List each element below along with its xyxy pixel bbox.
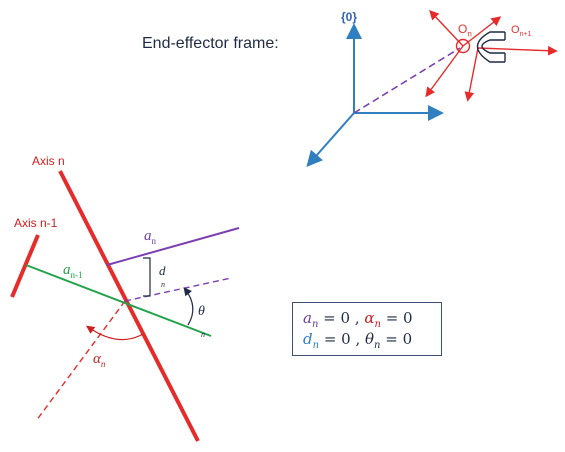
d-label: d: [159, 263, 166, 278]
axis-n-label: Axis n: [32, 154, 65, 168]
equation-line-2: dn = 0 , θn = 0: [303, 330, 413, 351]
a-n-minus-1-label: an-1: [63, 262, 83, 280]
theta-arc-arrow: [183, 287, 194, 326]
equation-line-1: an = 0 , αn = 0: [303, 309, 413, 330]
theta-subscript: n: [201, 330, 205, 339]
end-effector-frames: [425, 9, 558, 102]
link-a-n-minus-1: [25, 264, 212, 337]
axis-n-line: [58, 170, 200, 442]
axis-n-dashed-projection: [35, 300, 126, 422]
a-n-label: an: [144, 228, 156, 246]
gripper-icon: [476, 31, 506, 63]
end-effector-frame-title: End-effector frame:: [142, 35, 279, 52]
d-subscript: n: [161, 280, 165, 289]
frame-n-origin: [455, 38, 471, 54]
base-to-effector-link: [353, 47, 461, 114]
x-n-dashed-projection: [124, 277, 232, 302]
axis-n-minus-1-label: Axis n-1: [14, 216, 58, 230]
frame-n1-x-axis: [464, 47, 479, 102]
frame-n-label: On: [458, 22, 472, 39]
frame-n1-z-axis: [477, 45, 558, 56]
frame-n-plus-1-label: On+1: [511, 24, 532, 39]
theta-label: θ: [198, 304, 205, 319]
frame-n-y-axis: [462, 16, 502, 47]
base-frame-label: {0}: [341, 10, 358, 24]
alpha-label: αn: [93, 351, 106, 369]
alpha-arc-arrow: [86, 325, 144, 341]
axis-n-minus-1-line: [10, 234, 40, 298]
equation-box: an = 0 , αn = 0 dn = 0 , θn = 0: [292, 302, 442, 356]
d-dimension-bracket: [143, 257, 151, 297]
dh-geometry: [10, 170, 240, 442]
frame-n-x-axis: [425, 45, 464, 98]
base-x-axis: [306, 112, 355, 167]
link-a-n: [106, 227, 240, 266]
frame-n-z-axis: [429, 9, 464, 47]
base-frame: [306, 23, 461, 167]
